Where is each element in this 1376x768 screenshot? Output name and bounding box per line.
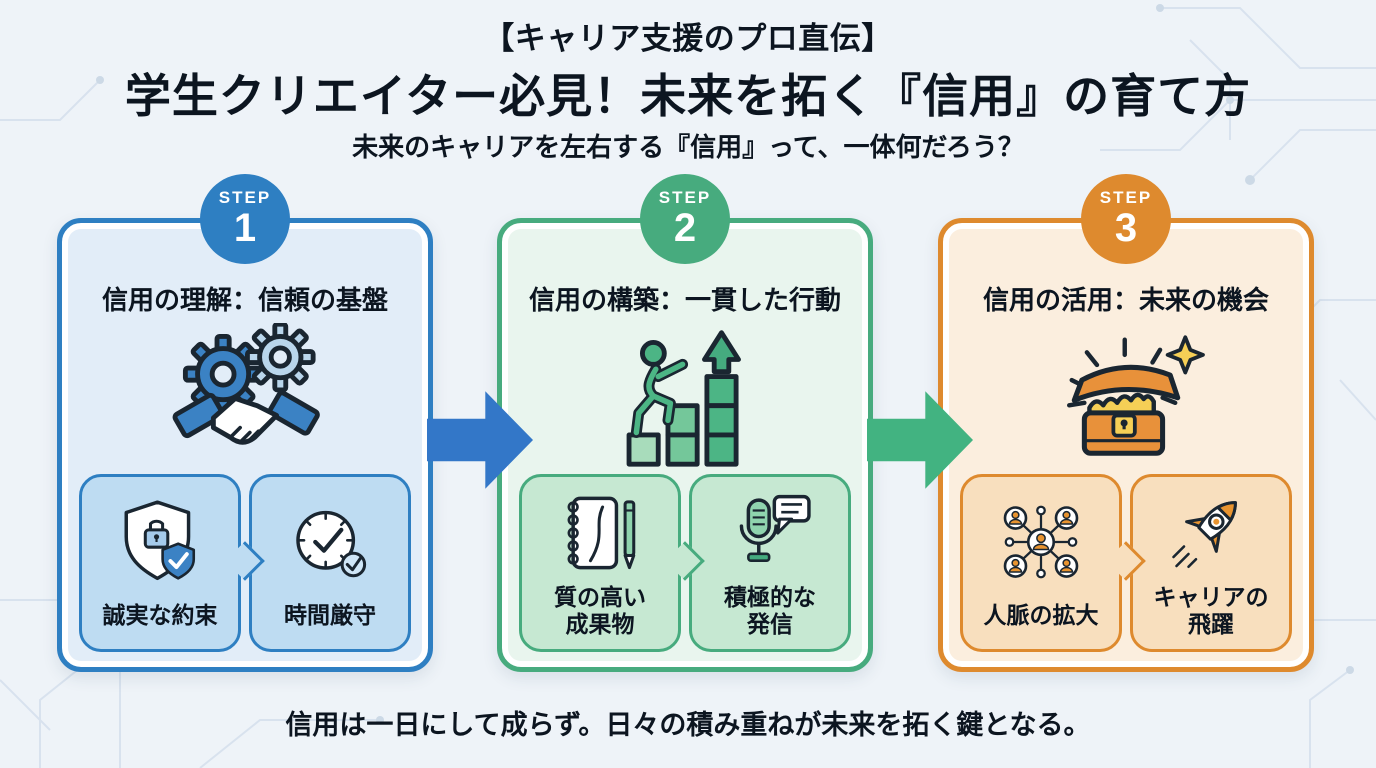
step-badge-label: STEP <box>1099 187 1153 207</box>
step-badge-label: STEP <box>658 187 712 207</box>
rocket-icon <box>1172 501 1237 569</box>
step-badge-number: 3 <box>1114 206 1138 251</box>
chip-label: 質の高い 成果物 <box>554 583 646 637</box>
step-1-title: 信用の理解：信頼の基盤 <box>101 285 388 315</box>
handshake-gears-icon <box>172 323 320 445</box>
step-2-title: 信用の構築：一貫した行動 <box>528 285 841 315</box>
chip-label: 積極的な 発信 <box>724 583 816 637</box>
step-badge-number: 2 <box>673 206 697 251</box>
clock-check-icon <box>296 511 367 578</box>
step-card-2: STEP 2 信用の構築：一貫した行動 <box>497 174 873 672</box>
chip-label: 人脈の拡大 <box>983 601 1099 628</box>
quality-work-chip: 質の高い 成果物 <box>519 474 681 652</box>
chip-label: 誠実な約束 <box>102 601 218 628</box>
step-2-badge: STEP 2 <box>640 174 730 264</box>
step-3-badge: STEP 3 <box>1081 174 1171 264</box>
network-expansion-chip: 人脈の拡大 <box>960 474 1122 652</box>
notebook-pen-icon <box>567 496 636 570</box>
treasure-chest-icon <box>1067 334 1205 456</box>
career-leap-chip: キャリアの 飛躍 <box>1130 474 1292 652</box>
step-badge-number: 1 <box>233 206 257 251</box>
microphone-speech-icon <box>739 495 811 563</box>
step-card-3: STEP 3 信用の活用：未来の機会 <box>938 174 1314 672</box>
climbing-growth-icon <box>626 330 741 467</box>
chip-label: 時間厳守 <box>284 601 376 628</box>
active-sharing-chip: 積極的な 発信 <box>689 474 851 652</box>
step-card-1: STEP 1 信用の理解：信頼の基盤 <box>57 174 433 672</box>
shield-lock-check-icon <box>124 500 196 581</box>
sincere-promises-chip: 誠実な約束 <box>79 474 241 652</box>
punctuality-chip: 時間厳守 <box>249 474 411 652</box>
network-people-icon <box>1003 505 1079 579</box>
step-1-badge: STEP 1 <box>200 174 290 264</box>
step-3-title: 信用の活用：未来の機会 <box>982 285 1269 315</box>
step-badge-label: STEP <box>218 187 272 207</box>
footer-caption: 信用は一日にして成らず。日々の積み重ねが未来を拓く鍵となる。 <box>285 710 1091 740</box>
chip-label: キャリアの 飛躍 <box>1153 583 1269 637</box>
page-title: 学生クリエイター必見！未来を拓く『信用』の育て方 <box>124 70 1252 122</box>
page-subtitle: 未来のキャリアを左右する『信用』って、一体何だろう？ <box>352 132 1024 162</box>
header-kicker: 【キャリア支援のプロ直伝】 <box>483 21 893 56</box>
